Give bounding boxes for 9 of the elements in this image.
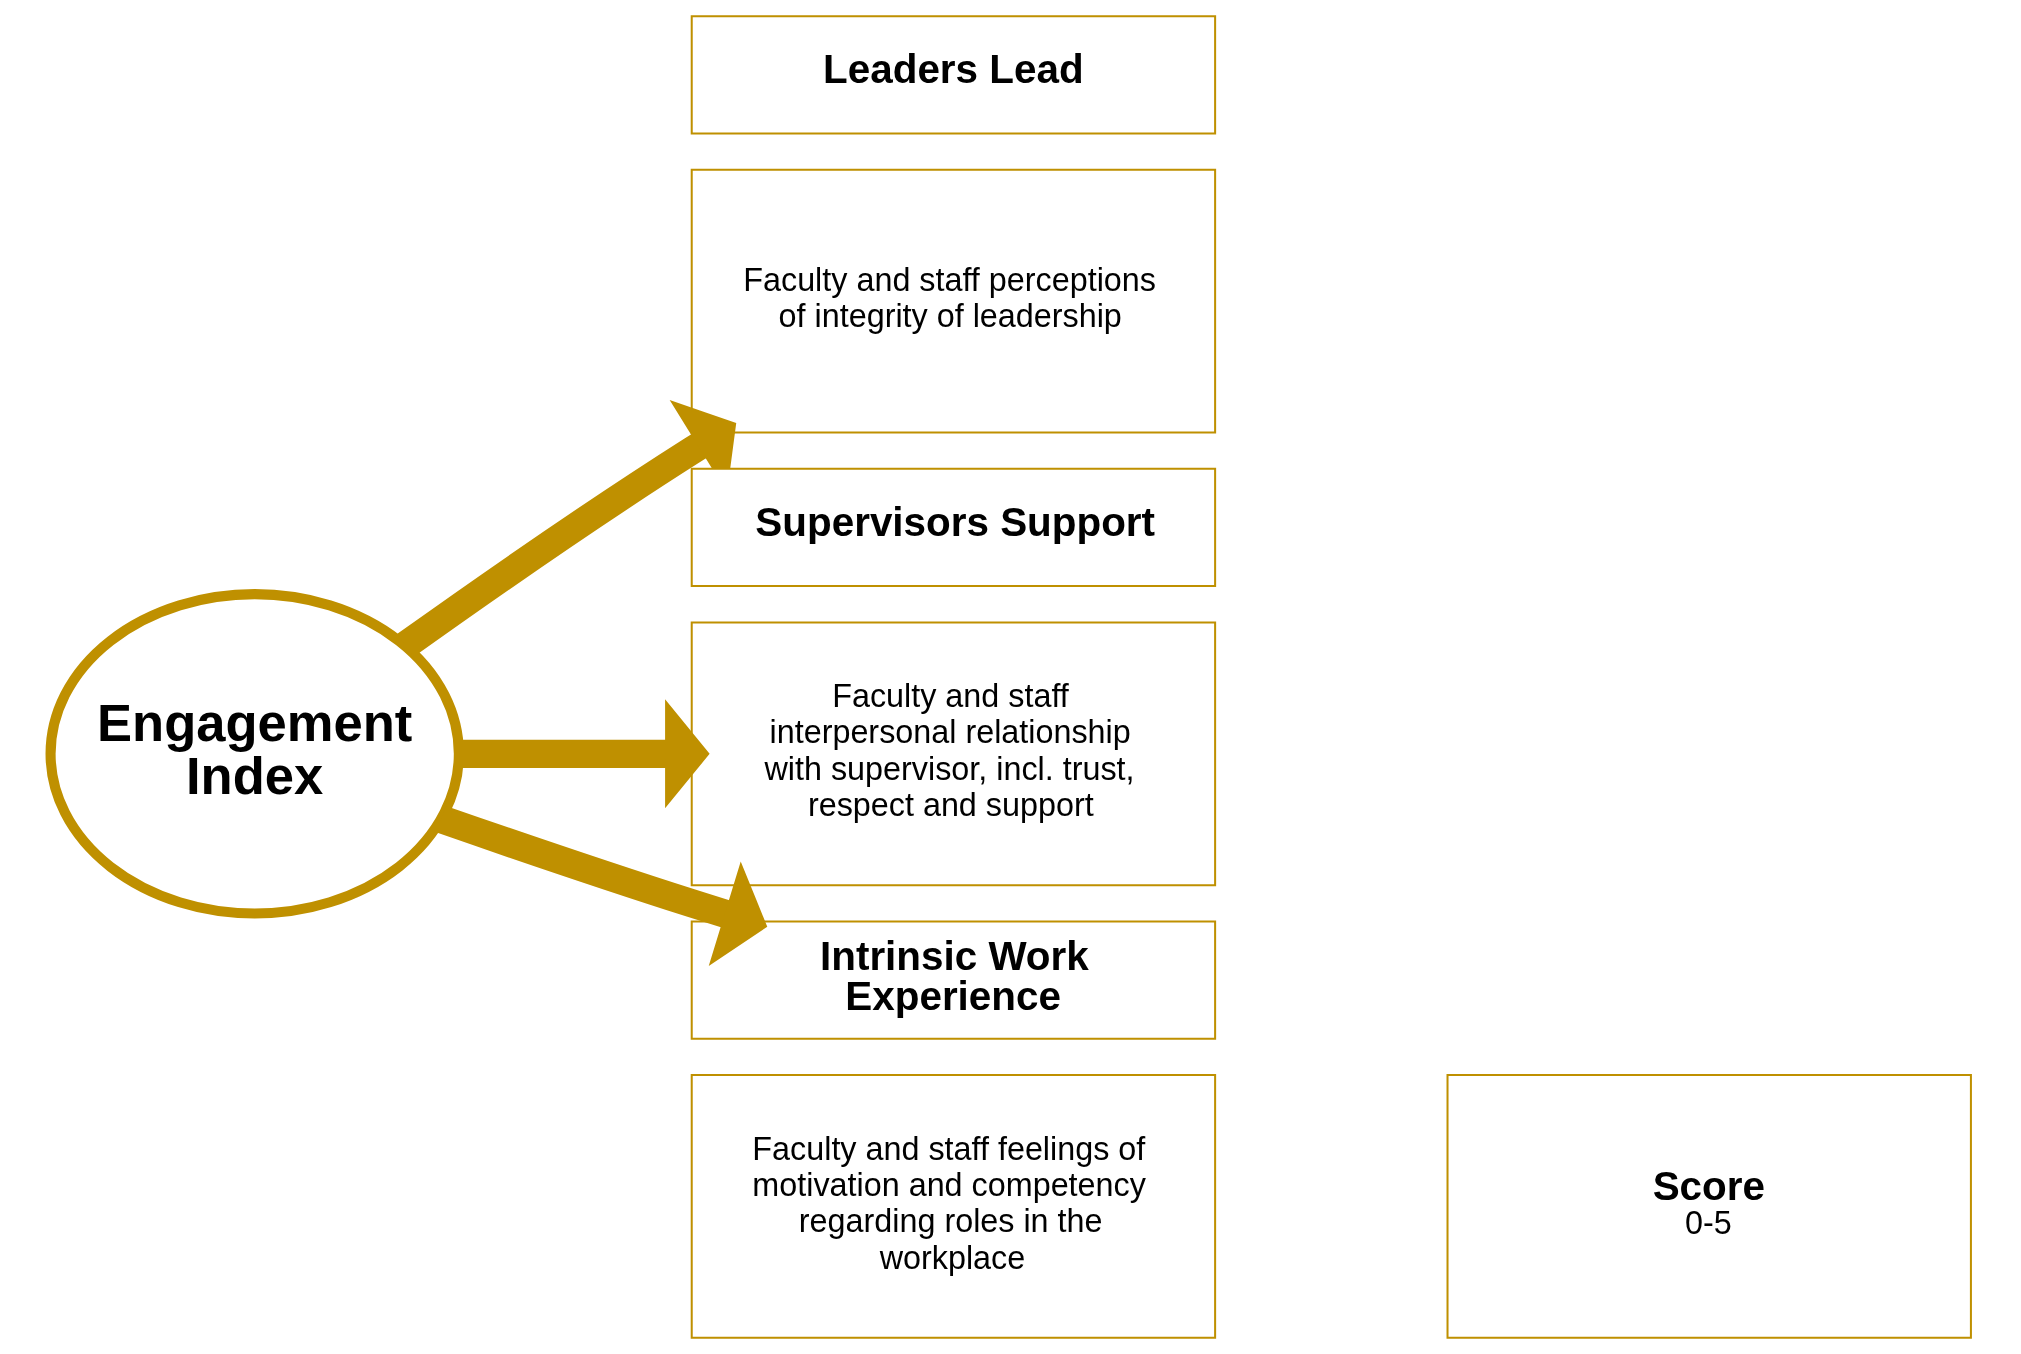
node-box: Supervisors Support — [690, 467, 1217, 588]
node-box: Faculty and staff interpersonal relationship with supervisor, incl. trust, respect and support — [690, 621, 1217, 887]
node-box: Leaders Lead — [690, 15, 1217, 135]
node-box: Faculty and staff perceptions of integrity of leadership — [690, 168, 1217, 434]
node-box: Faculty and staff feelings of motivation and competency regarding roles in the workplace — [690, 1074, 1217, 1339]
node-ellipse: Engagement Index — [45, 589, 464, 919]
node-box: Intrinsic Work Experience — [690, 920, 1217, 1040]
arrow — [436, 805, 768, 966]
node-box: Score 0-5 — [1446, 1074, 1972, 1339]
